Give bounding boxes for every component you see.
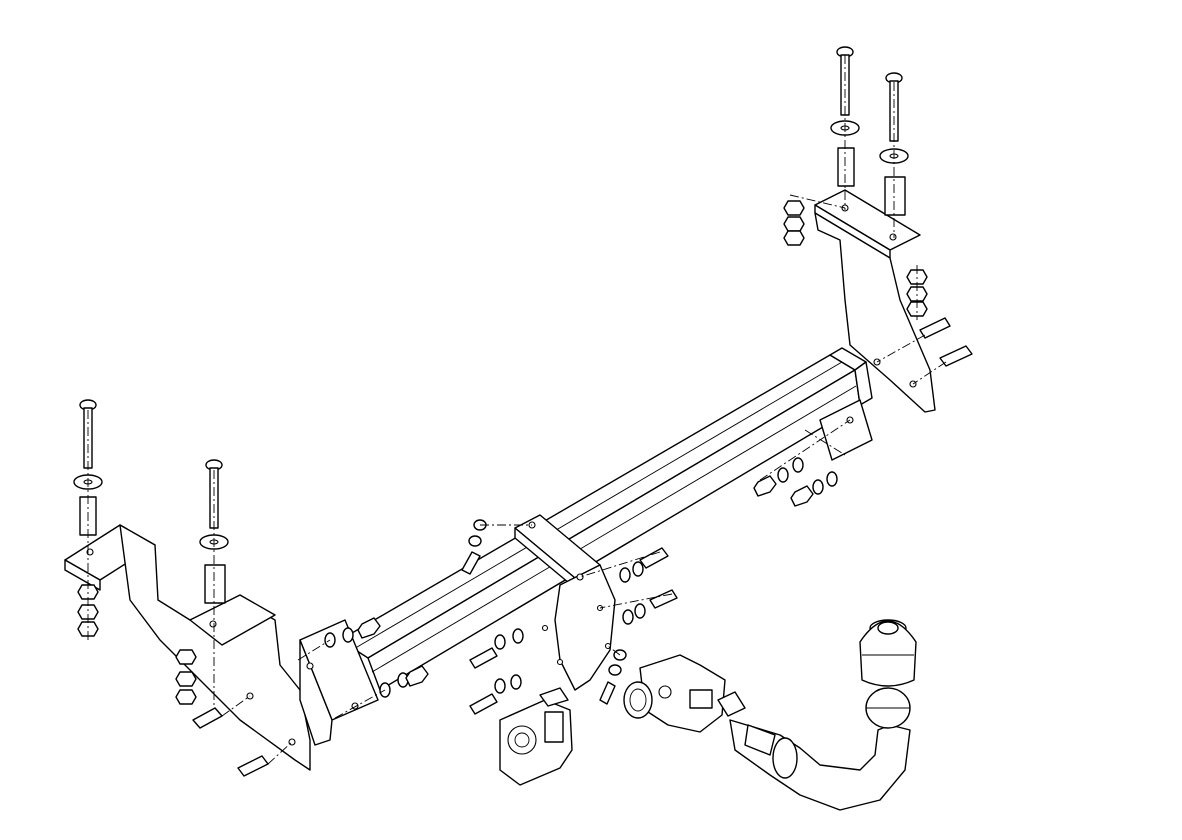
quick-release-socket [623,654,746,733]
right-bracket [814,189,936,461]
ball-cover [859,619,917,687]
center-mount [514,514,616,691]
left-bracket [64,524,379,771]
crossbar-tube [339,347,873,691]
bolt-horizontal-center [461,547,678,715]
bolt-horizontal-right [919,317,973,367]
spacer-right-2 [884,176,906,216]
spacer-right-1 [837,147,855,187]
tow-ball-neck [729,687,911,811]
spacer-sleeves [79,147,906,604]
bolt-left-1 [79,399,97,469]
alignment-lines [87,55,947,765]
nuts [77,200,928,705]
electric-socket-plate [499,687,573,786]
spacer-left-2 [204,564,226,604]
